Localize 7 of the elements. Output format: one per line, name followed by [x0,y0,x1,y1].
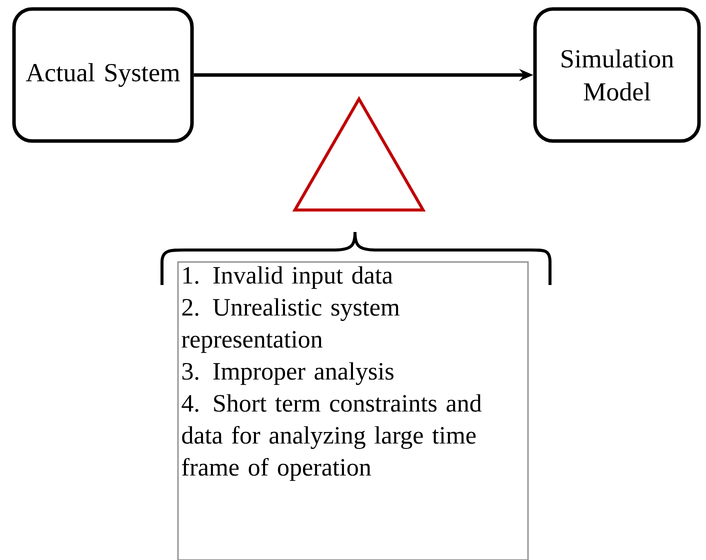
text-box [177,261,529,560]
list-item: 2. Unrealistic system representation [182,298,400,353]
process-box: Actual System [12,7,194,143]
list-item: 4. Short term constraints and data for analyzing large time frame of operation [182,394,482,481]
list-item: 3. Improper analysis [182,362,394,385]
process-box: Simulation Model [533,7,701,143]
list-item: 1. Invalid input data [183,266,393,289]
